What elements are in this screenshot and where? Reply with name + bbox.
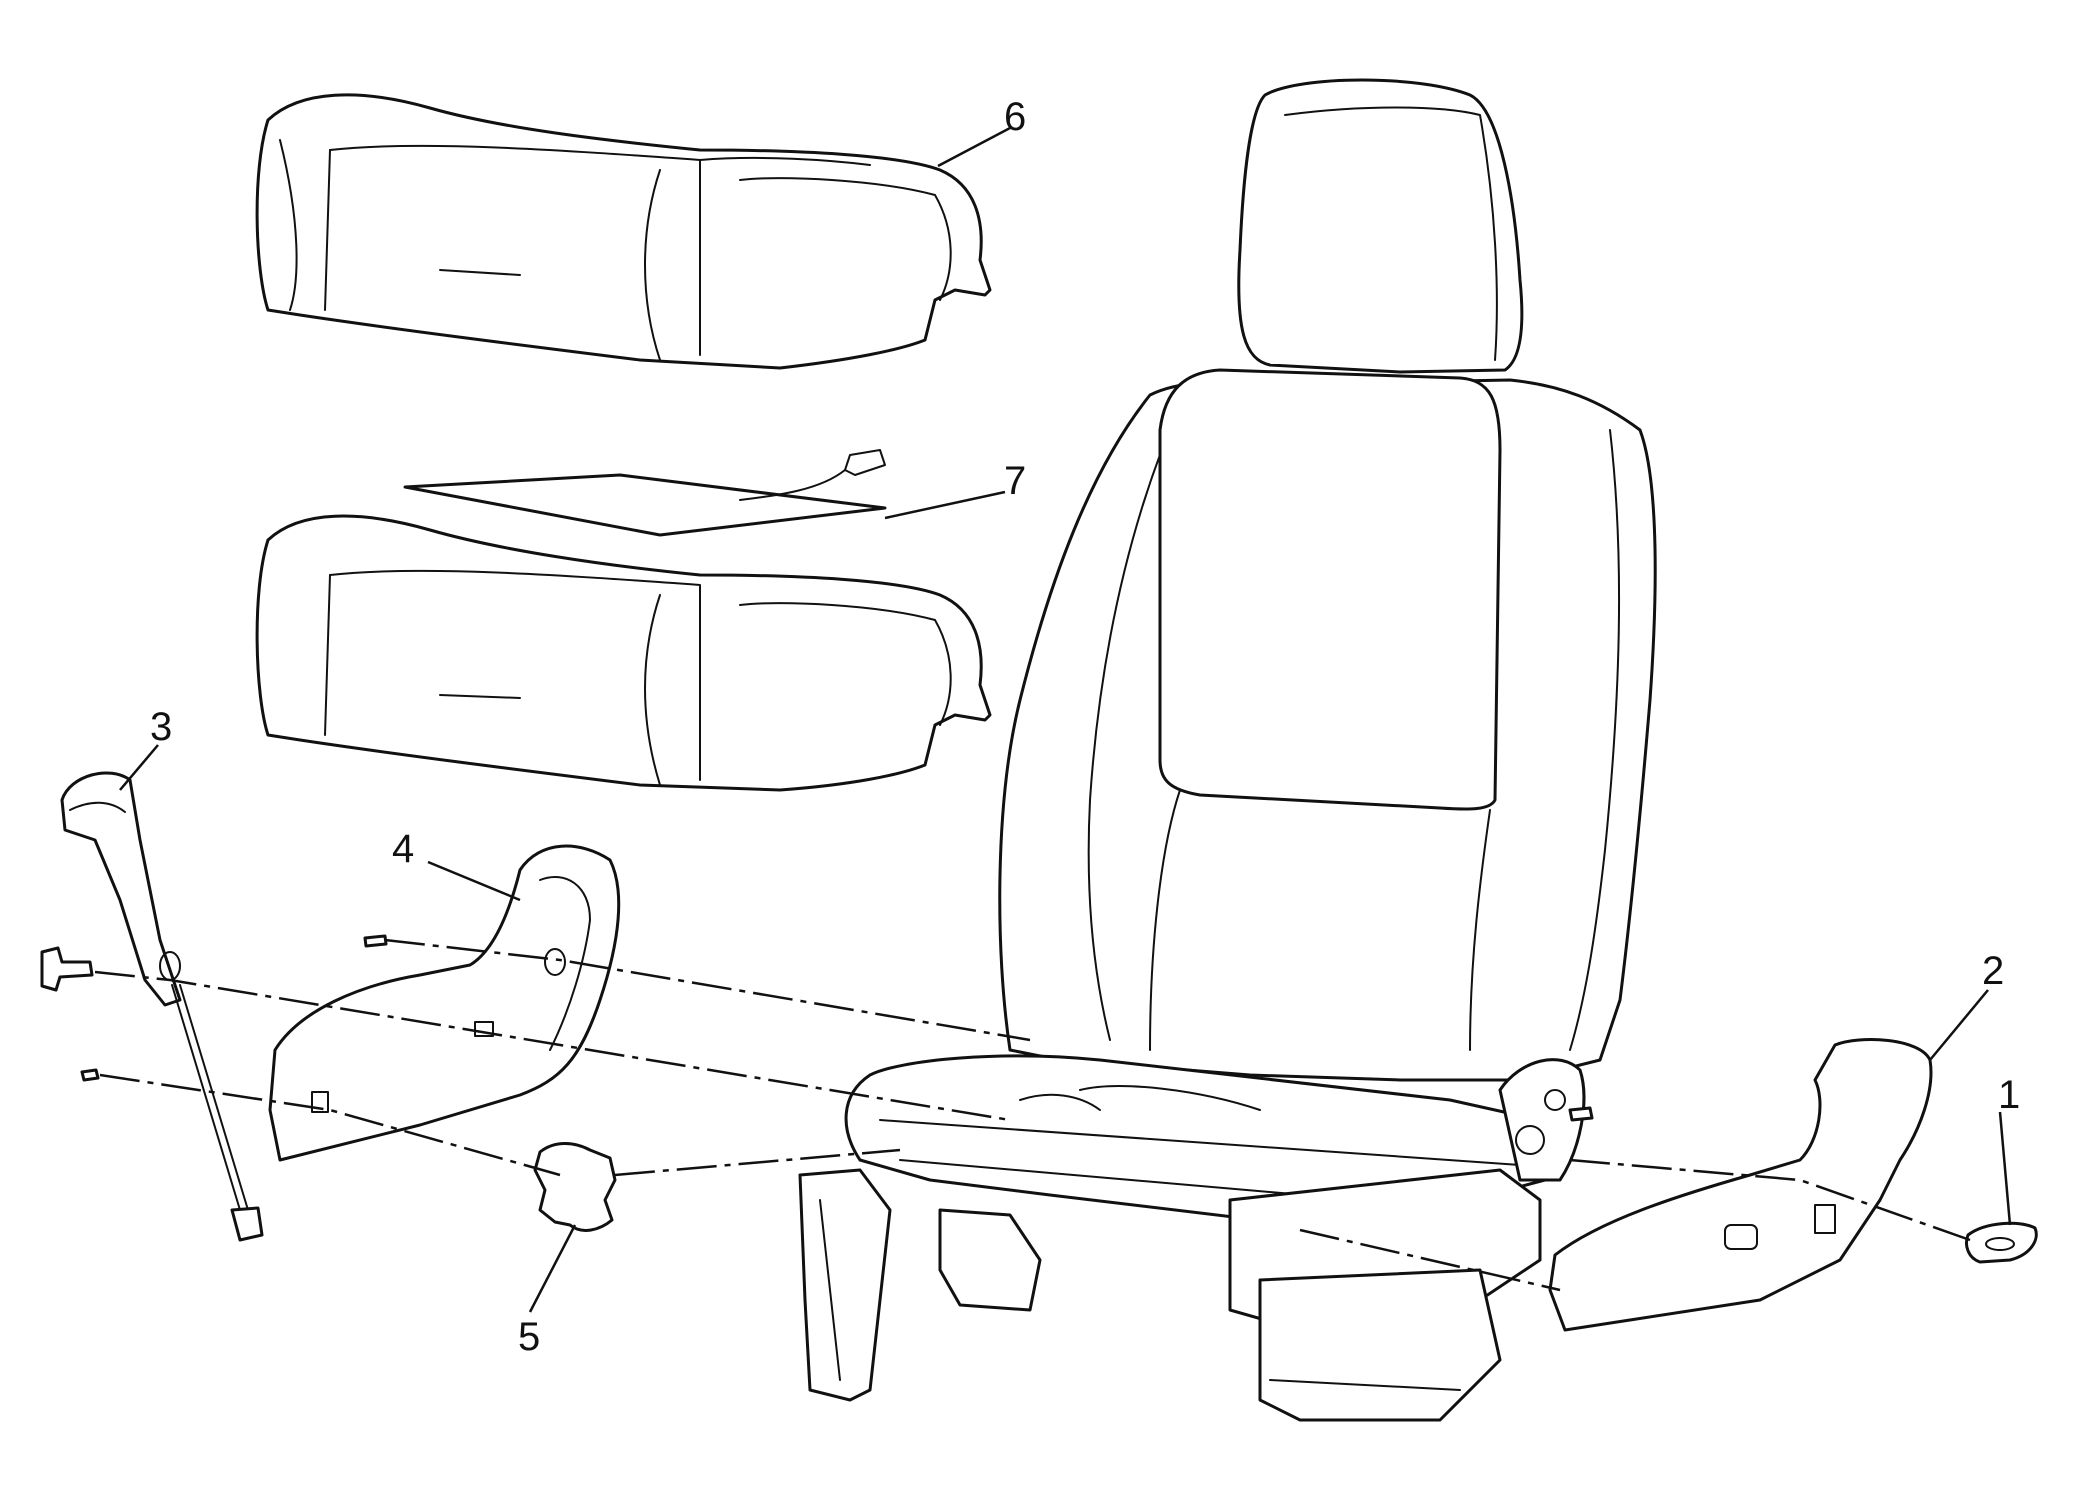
assembly-lines [94, 938, 1971, 1292]
callout-6: 6 [1004, 95, 1026, 139]
callouts: 1 2 3 4 5 6 7 [150, 95, 2020, 1359]
seat-frame [798, 1054, 1586, 1422]
outboard-trim-panel [268, 844, 621, 1162]
seat-cushion-cover [255, 93, 992, 370]
seat-heater-element [403, 449, 887, 537]
callout-7: 7 [1004, 459, 1026, 503]
lever-handle [1965, 1221, 2038, 1264]
recliner-knob [533, 1142, 617, 1232]
callout-2: 2 [1982, 949, 2004, 993]
seat-cushion-foam [255, 514, 992, 792]
inboard-side-trim [1548, 1038, 1933, 1332]
callout-3: 3 [150, 705, 172, 749]
recliner-trim-panel [60, 771, 264, 1242]
fasteners [40, 934, 1594, 1122]
callout-1: 1 [1998, 1073, 2020, 1117]
leader-lines [119, 126, 2012, 1313]
seat-back [998, 78, 1657, 1082]
callout-4: 4 [392, 827, 414, 871]
callout-5: 5 [518, 1315, 540, 1359]
